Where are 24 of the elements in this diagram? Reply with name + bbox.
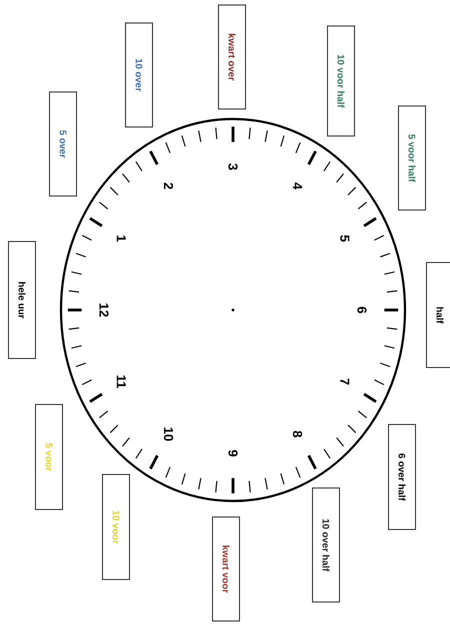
- clock-number: 5: [340, 235, 350, 242]
- label-box: 5 voor half: [398, 106, 426, 210]
- clock-number: 6: [357, 306, 367, 314]
- clock-number: 2: [164, 182, 174, 190]
- clock-number: 10: [164, 428, 174, 441]
- clock-number: 4: [293, 182, 302, 190]
- label-box: 10 over half: [312, 488, 340, 602]
- clock-number: 7: [340, 378, 350, 385]
- clock-number: 3: [228, 163, 238, 170]
- label-box: kwart voor: [212, 516, 240, 622]
- label-box: 5 voor: [35, 404, 63, 510]
- label-box: 6 over half: [388, 424, 416, 530]
- label-box: kwart over: [218, 4, 246, 110]
- clock-number: 12: [99, 304, 109, 317]
- label-box: half: [426, 262, 450, 368]
- label-box: 10 over: [125, 22, 153, 128]
- label-box: hele uur: [8, 241, 36, 359]
- clock-number: 8: [292, 430, 302, 438]
- clock-number: 1: [116, 236, 126, 242]
- label-box: 10 voor half: [327, 26, 355, 136]
- clock-number: 9: [228, 450, 238, 456]
- label-box: 10 voor: [102, 474, 130, 580]
- clock-number: 11: [116, 376, 126, 388]
- label-box: 5 over: [49, 92, 77, 196]
